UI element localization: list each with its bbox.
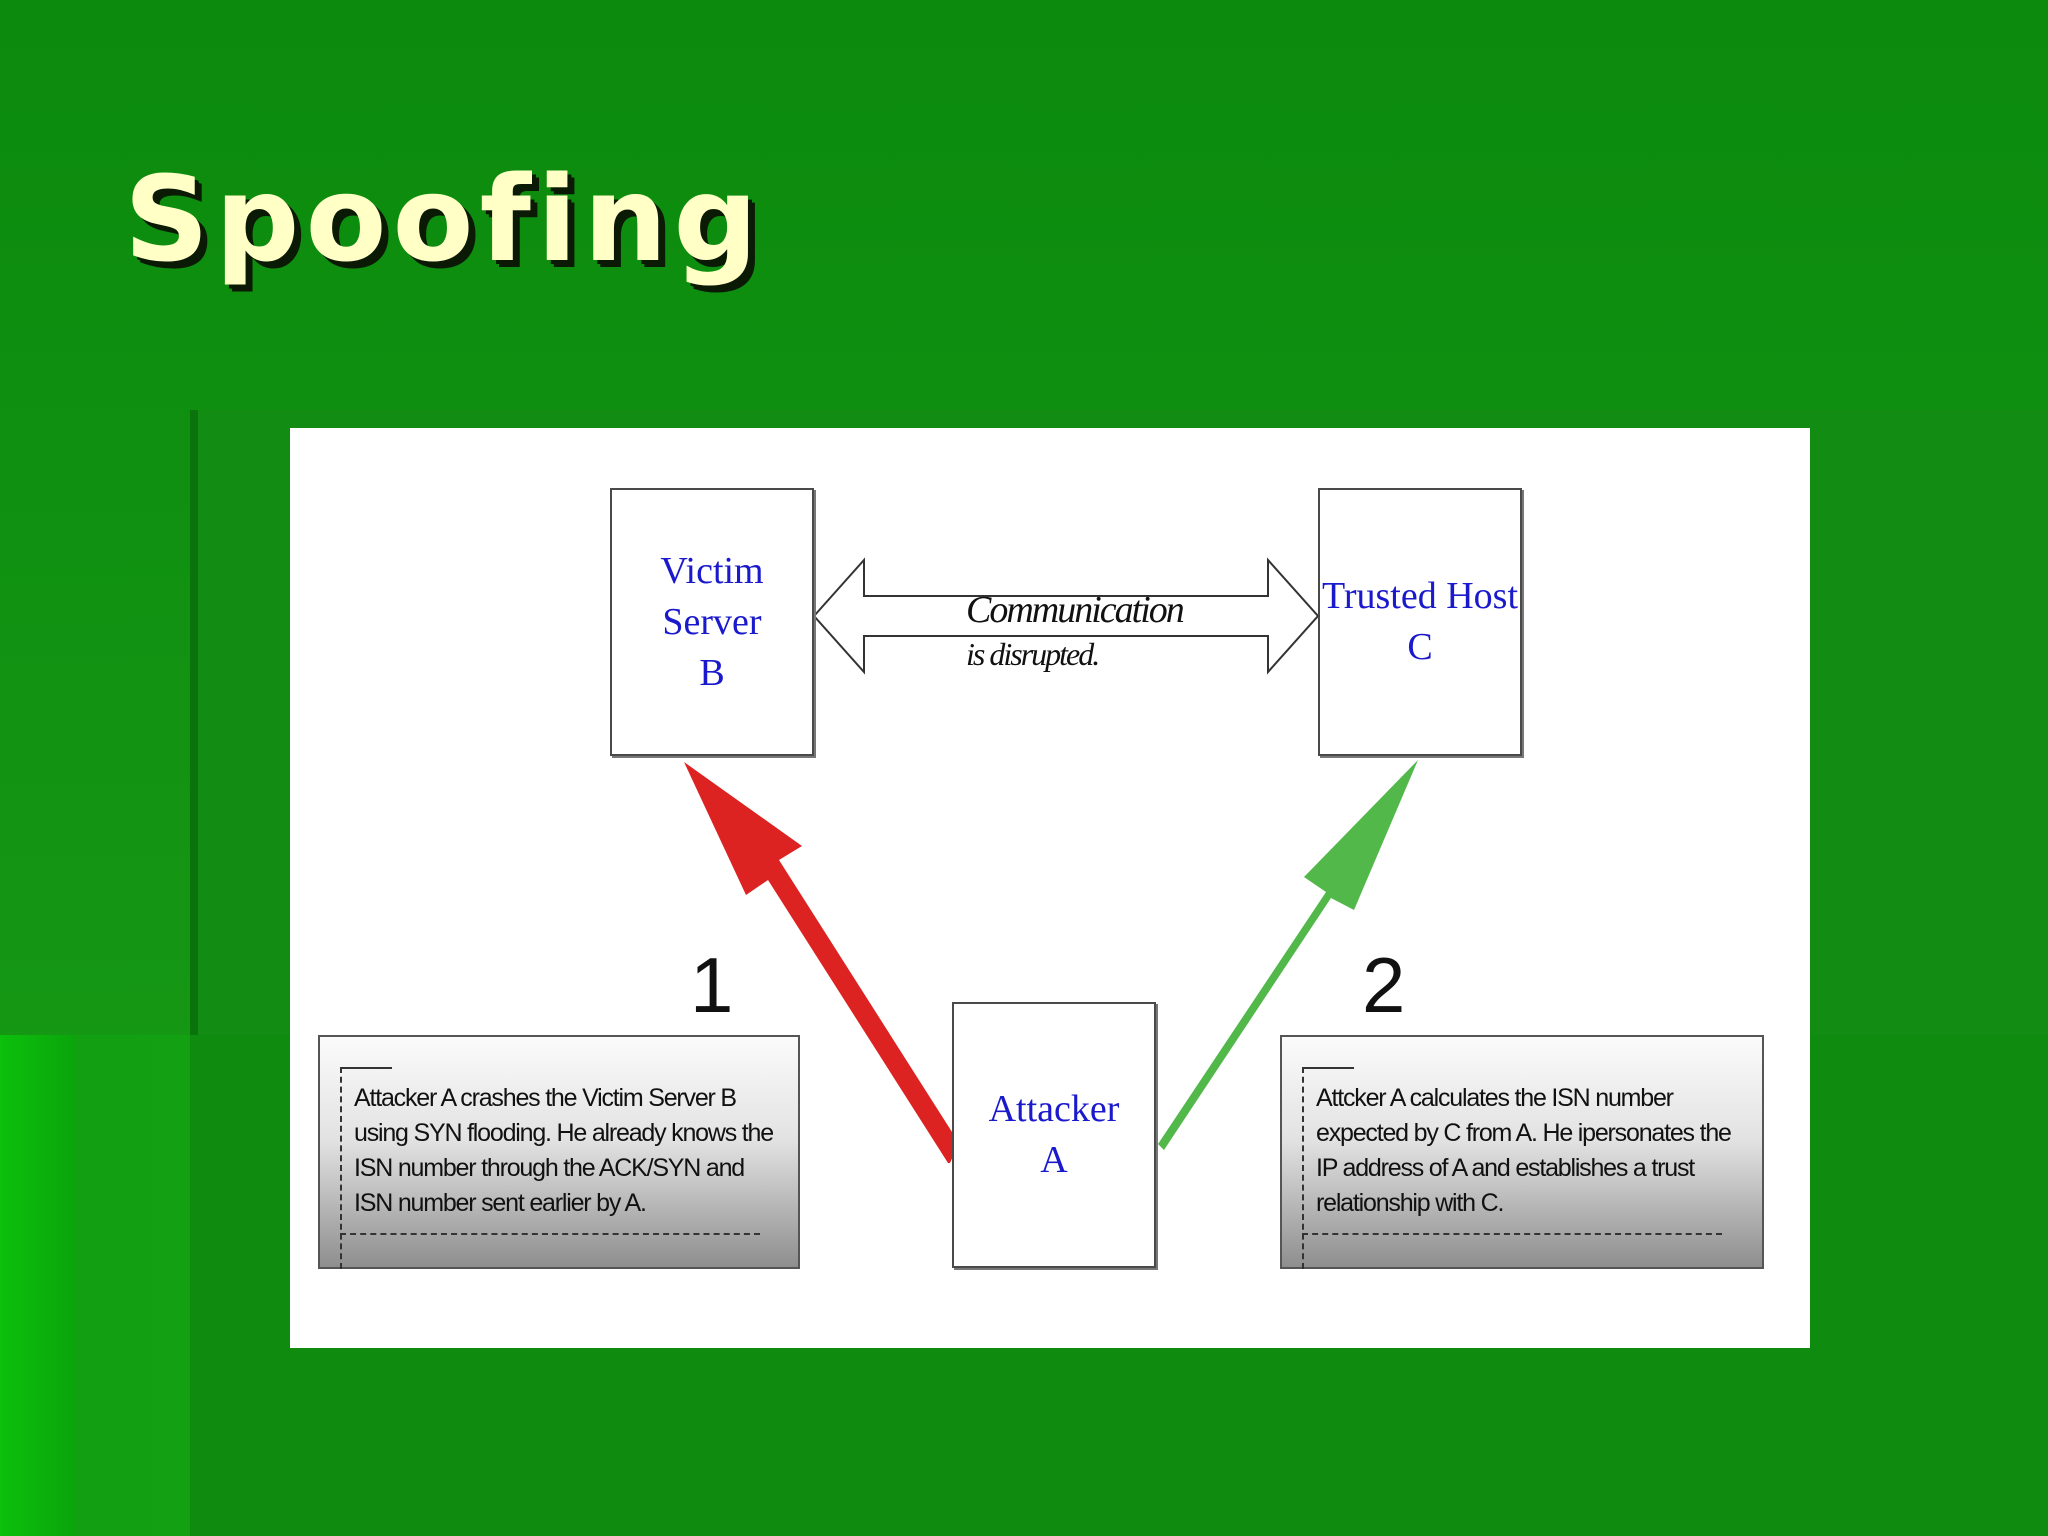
attacker-node: Attacker A <box>952 1002 1156 1268</box>
communication-label: Communication is disrupted. <box>966 588 1185 676</box>
step-1-number: 1 <box>690 941 734 1029</box>
step-1-arrow <box>684 762 959 1163</box>
note-base <box>1302 1233 1722 1235</box>
step-1-text: Attacker A crashes the Victim Server B u… <box>354 1084 774 1217</box>
victim-server-node: Victim Server B <box>610 488 814 756</box>
victim-server-label: Victim Server B <box>660 549 764 694</box>
attacker-label: Attacker A <box>988 1088 1120 1181</box>
step-2-arrow <box>1158 760 1418 1150</box>
trusted-host-label: Trusted Host C <box>1321 575 1519 668</box>
diagram-arrows <box>684 557 1418 1163</box>
slide-title: Spoofing <box>124 150 764 288</box>
note-frame <box>1302 1067 1354 1269</box>
communication-label-line-2: is disrupted. <box>966 636 1100 672</box>
note-frame <box>340 1067 392 1269</box>
trusted-host-node: Trusted Host C <box>1318 488 1522 756</box>
step-1-note: Attacker A crashes the Victim Server B u… <box>318 1035 800 1269</box>
step-2-note: Attcker A calculates the ISN number expe… <box>1280 1035 1764 1269</box>
step-2-number: 2 <box>1362 941 1406 1029</box>
communication-label-line-1: Communication <box>966 589 1185 631</box>
spoofing-diagram: Communication is disrupted. Victim Serve… <box>290 428 1810 1348</box>
step-2-text: Attcker A calculates the ISN number expe… <box>1316 1084 1732 1217</box>
note-base <box>340 1233 760 1235</box>
